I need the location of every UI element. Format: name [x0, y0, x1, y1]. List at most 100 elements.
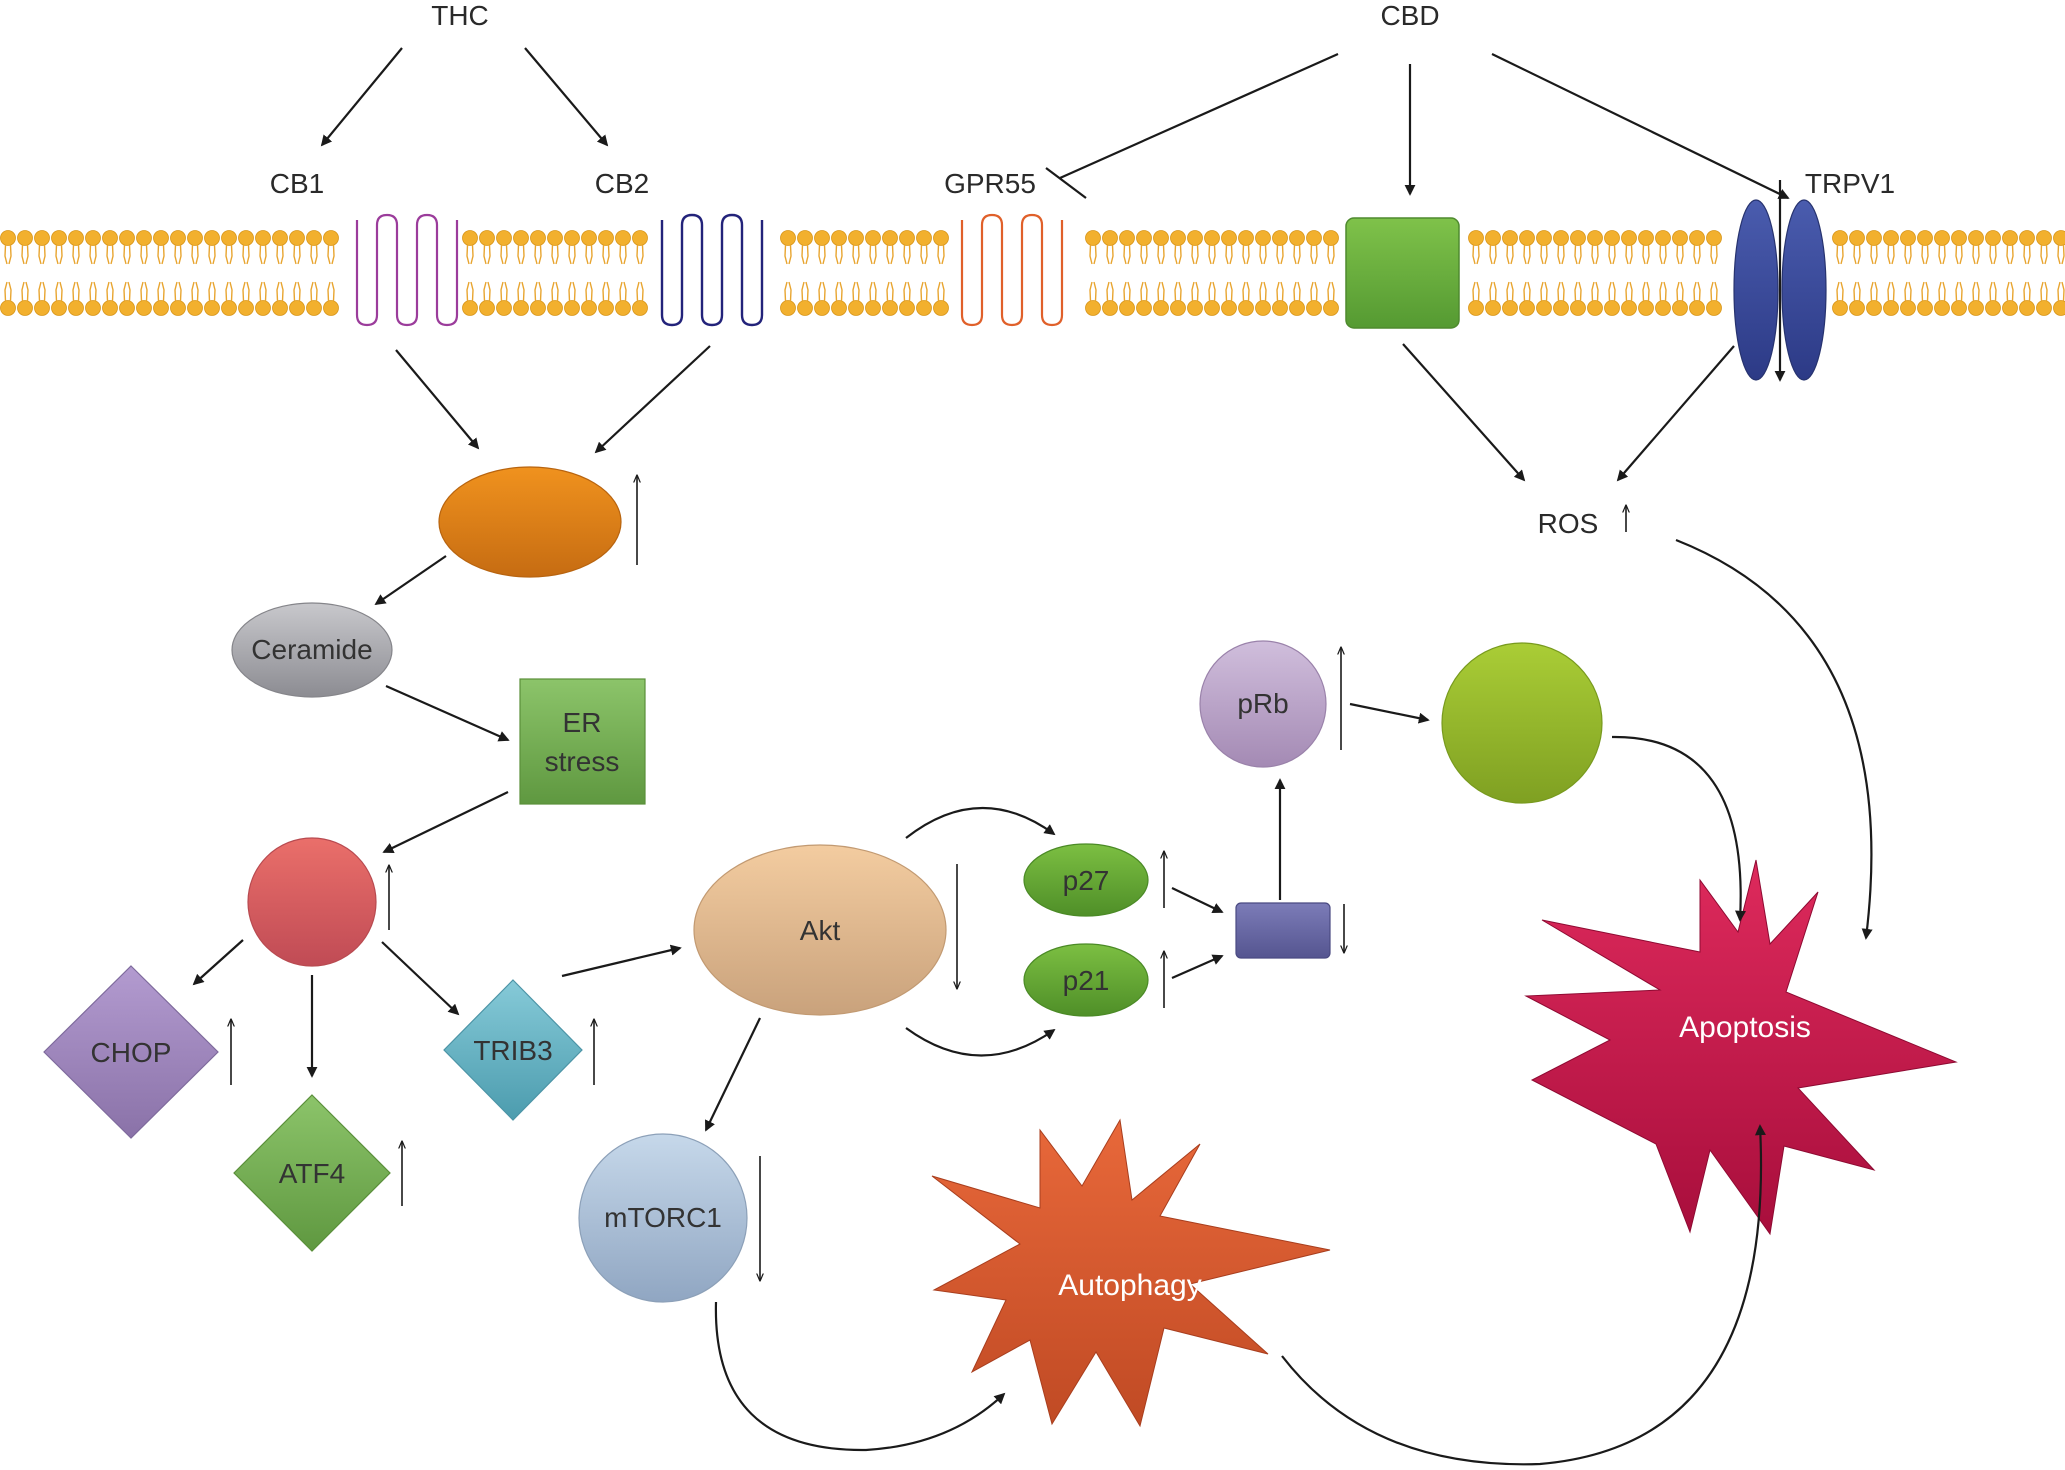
lipid-head-outer	[84, 229, 102, 265]
lipid-head-outer	[1518, 229, 1536, 265]
lipid-head-inner	[1671, 281, 1689, 317]
lipid-head-outer	[847, 229, 865, 265]
lipid-head-inner	[1186, 281, 1204, 317]
arrow-red-trib3	[381, 941, 460, 1016]
arrow-red-chop	[192, 939, 244, 986]
lipid-head-outer	[631, 229, 649, 265]
lipid-head-outer	[1271, 229, 1289, 265]
lipid-head-outer	[478, 229, 496, 265]
cb1-label: CB1	[270, 168, 324, 199]
lipid-head-outer	[1237, 229, 1255, 265]
lipid-head-outer	[1637, 229, 1655, 265]
lipid-head-inner	[580, 281, 598, 317]
cbd-label: CBD	[1380, 0, 1439, 31]
lipid-head-inner	[461, 281, 479, 317]
lipid-head-outer	[779, 229, 797, 265]
lipid-head-outer	[237, 229, 255, 265]
inhibit-cbd-gpr55	[1059, 52, 1339, 180]
lipid-head-inner	[1101, 281, 1119, 317]
red-node	[247, 837, 377, 967]
arrow-akt-p27	[905, 806, 1056, 839]
enzyme-node	[438, 466, 622, 578]
lipid-head-outer	[203, 229, 221, 265]
lipid-head-outer	[1501, 229, 1519, 265]
arrow-autophagy-apoptosis	[1281, 1124, 1766, 1466]
lipid-head-outer	[2001, 229, 2019, 265]
lipid-head-outer	[1118, 229, 1136, 265]
lipid-head-inner	[1950, 281, 1968, 317]
lipid-head-inner	[1467, 281, 1485, 317]
lipid-head-inner	[495, 281, 513, 317]
gpr55-label: GPR55	[944, 168, 1036, 199]
lipid-head-inner	[1118, 281, 1136, 317]
lipid-head-inner	[288, 281, 306, 317]
lipid-head-outer	[614, 229, 632, 265]
mtorc1-node	[578, 1133, 748, 1303]
atf4-label: ATF4	[279, 1158, 345, 1189]
arrow-er-red	[382, 791, 509, 853]
lipid-head-inner	[1620, 281, 1638, 317]
arrow-ros-apoptosis	[1675, 538, 1873, 940]
lipid-head-inner	[1169, 281, 1187, 317]
lipid-head-inner	[1535, 281, 1553, 317]
lipid-head-inner	[305, 281, 323, 317]
lipid-head-inner	[1705, 281, 1723, 317]
lipid-head-inner	[881, 281, 899, 317]
lipid-head-outer	[1654, 229, 1672, 265]
lipid-head-outer	[512, 229, 530, 265]
lipid-head-inner	[1220, 281, 1238, 317]
lipid-head-outer	[16, 229, 34, 265]
lipid-head-outer	[1899, 229, 1917, 265]
lipid-head-outer	[1950, 229, 1968, 265]
lipid-head-inner	[1637, 281, 1655, 317]
lipid-head-inner	[478, 281, 496, 317]
lipid-head-inner	[1501, 281, 1519, 317]
lipid-head-inner	[1084, 281, 1102, 317]
lipid-head-inner	[546, 281, 564, 317]
autophagy-burst	[931, 1118, 1331, 1428]
inhibit-bar-gpr55	[1045, 167, 1087, 199]
lipid-head-outer	[135, 229, 153, 265]
lipid-head-outer	[813, 229, 831, 265]
lipid-head-inner	[1603, 281, 1621, 317]
ros-label: ROS	[1538, 508, 1599, 539]
lipid-head-outer	[1552, 229, 1570, 265]
cdk-node	[1235, 902, 1331, 959]
lipid-head-outer	[864, 229, 882, 265]
p21-node	[1023, 943, 1149, 1017]
apoptosis-burst	[1524, 859, 1958, 1236]
lipid-head-inner	[186, 281, 204, 317]
lipid-head-outer	[288, 229, 306, 265]
arrow-mtorc1-autophagy	[714, 1301, 1006, 1452]
lipid-head-outer	[1848, 229, 1866, 265]
gpr55-receptor	[960, 213, 1064, 327]
lipid-head-outer	[2035, 229, 2053, 265]
lipid-head-inner	[16, 281, 34, 317]
lipid-head-outer	[186, 229, 204, 265]
lipid-head-inner	[254, 281, 272, 317]
lipid-head-outer	[1671, 229, 1689, 265]
lipid-head-outer	[1831, 229, 1849, 265]
lipid-head-inner	[1271, 281, 1289, 317]
arrow-target-ros	[1402, 343, 1526, 482]
lipid-head-inner	[1552, 281, 1570, 317]
arrow-thc-cb1	[320, 47, 403, 147]
autophagy-label: Autophagy	[1058, 1269, 1201, 1302]
arrow-cb2-enzyme	[594, 345, 711, 454]
lipid-head-inner	[1916, 281, 1934, 317]
lipid-head-outer	[1586, 229, 1604, 265]
lipid-head-outer	[254, 229, 272, 265]
lipid-head-inner	[631, 281, 649, 317]
arrow-cb1-enzyme	[395, 349, 480, 450]
lipid-head-outer	[322, 229, 340, 265]
lipid-head-inner	[50, 281, 68, 317]
lipid-head-inner	[203, 281, 221, 317]
lipid-head-outer	[50, 229, 68, 265]
lipid-head-outer	[1484, 229, 1502, 265]
lipid-head-inner	[0, 281, 17, 317]
lipid-head-outer	[1467, 229, 1485, 265]
lipid-head-outer	[33, 229, 51, 265]
lipid-head-inner	[898, 281, 916, 317]
lipid-head-inner	[1237, 281, 1255, 317]
